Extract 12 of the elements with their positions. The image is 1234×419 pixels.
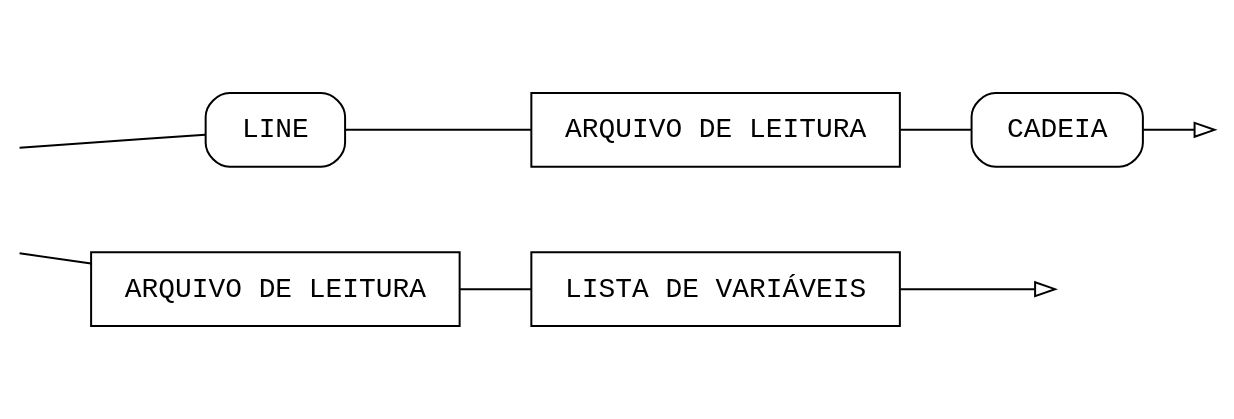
node-box: LINE [204,91,347,168]
node-box: ARQUIVO DE LEITURA [530,91,901,168]
node-box: CADEIA [970,91,1144,168]
node-box: ARQUIVO DE LEITURA [90,251,461,328]
connector [18,133,207,149]
arrow [1142,121,1218,139]
connector [899,128,973,131]
arrow [899,280,1059,298]
connector [18,252,92,265]
connector [458,288,533,291]
node-box: LISTA DE VARIÁVEIS [530,251,901,328]
connector [344,128,533,131]
